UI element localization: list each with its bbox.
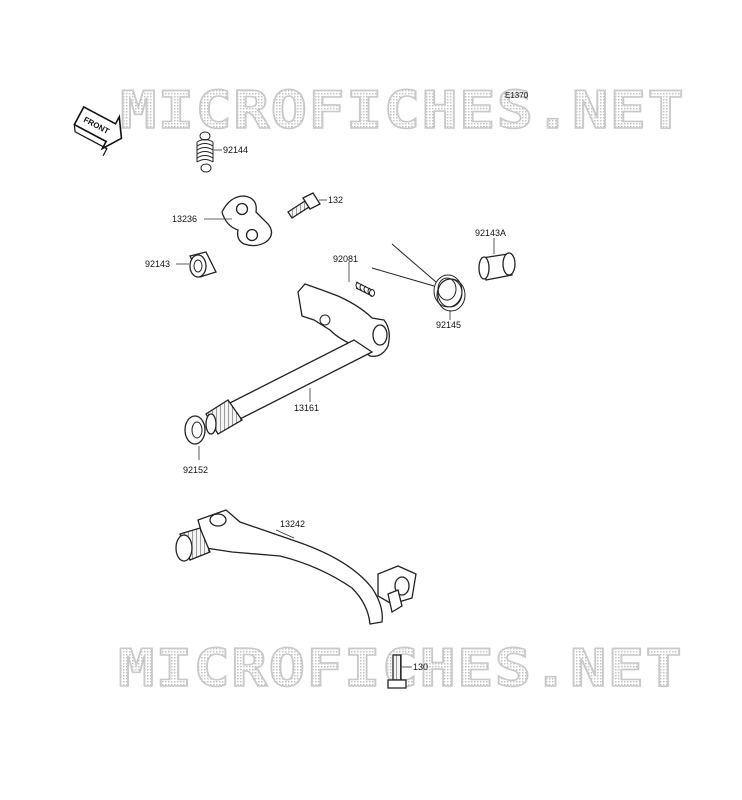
watermark-bottom: MICROFICHES.NET [118, 639, 683, 699]
label-92145: 92145 [436, 320, 461, 330]
label-13236: 13236 [172, 214, 197, 224]
part-13242-shift-pedal [175, 509, 417, 625]
label-13242: 13242 [280, 519, 305, 529]
label-92144: 92144 [223, 145, 248, 155]
part-92144-spring [196, 131, 214, 173]
label-92143: 92143 [145, 259, 170, 269]
label-130: 130 [413, 662, 428, 672]
watermark-top: MICROFICHES.NET [120, 81, 685, 141]
label-13161: 13161 [294, 403, 319, 413]
part-132-bolt [287, 192, 321, 219]
part-130-bolt [387, 654, 407, 689]
label-92081: 92081 [333, 254, 358, 264]
part-92152-washer [184, 415, 206, 445]
front-arrow-icon: FRONT [73, 105, 123, 157]
diagram-code: E1370 [505, 91, 529, 100]
label-92143A: 92143A [475, 228, 506, 238]
part-13236-lever [221, 195, 273, 247]
part-13161-shift-shaft [205, 283, 390, 435]
part-92081-spring [355, 281, 375, 297]
part-92143A-bushing [478, 252, 516, 281]
part-92145-spring [371, 243, 466, 312]
label-132: 132 [328, 195, 343, 205]
label-92152: 92152 [183, 465, 208, 475]
part-92143-collar [189, 251, 217, 278]
